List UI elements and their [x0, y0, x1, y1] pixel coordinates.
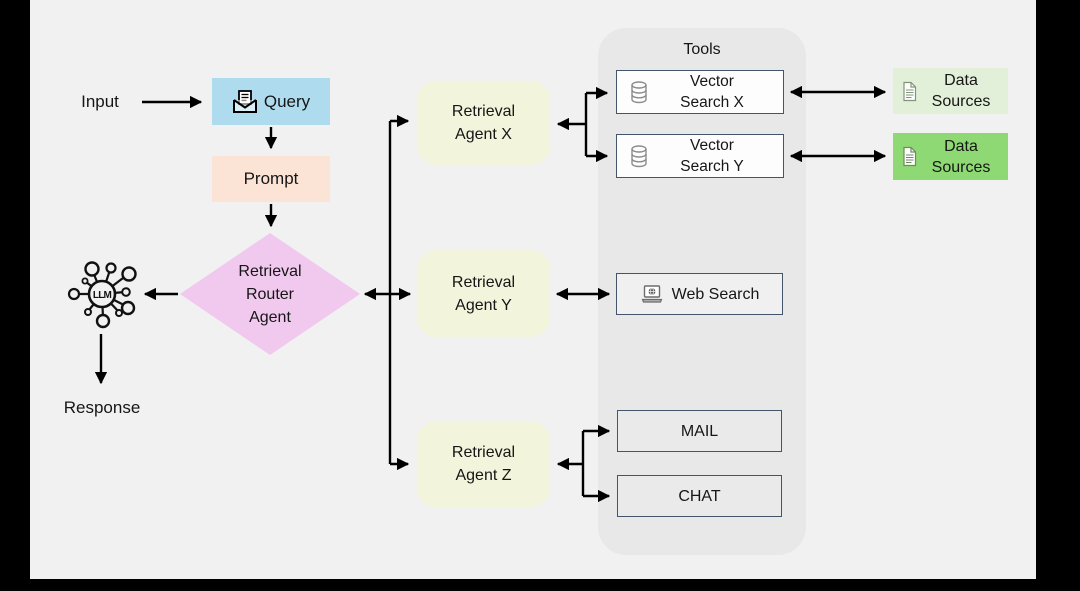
letterbox-left-bar — [0, 0, 30, 591]
query-label: Query — [263, 91, 311, 111]
letterbox-bottom-bar — [0, 579, 1080, 591]
data-sources-label: Data Sources — [931, 137, 991, 176]
input-label: Input — [81, 92, 119, 111]
data-sources-label: Data Sources — [931, 72, 991, 110]
data-sources-light-node: Data Sources — [893, 68, 1008, 114]
query-node: Query — [212, 78, 330, 125]
prompt-node: Prompt — [212, 156, 330, 202]
vector-search-y-node: Vector Search Y — [616, 134, 784, 178]
laptop-globe-icon — [641, 284, 663, 303]
response-label: Response — [63, 398, 141, 417]
vector-search-x-node: Vector Search X — [616, 70, 784, 114]
retrieval-agent-y-node: Retrieval Agent Y — [417, 250, 550, 337]
vector-search-y-label: Vector Search Y — [680, 137, 744, 175]
retrieval-agent-z-node: Retrieval Agent Z — [417, 421, 550, 507]
letterbox-right-bar — [1036, 0, 1080, 591]
llm-label: LLM — [93, 290, 112, 301]
data-sources-green-node: Data Sources — [893, 133, 1008, 180]
database-cylinder-icon — [631, 144, 647, 167]
chat-node: CHAT — [617, 475, 782, 517]
retrieval-agent-x-node: Retrieval Agent X — [417, 81, 550, 165]
document-page-icon — [903, 81, 917, 101]
open-envelope-icon — [232, 89, 257, 113]
llm-network-hub-icon: LLM — [67, 261, 137, 329]
vector-search-x-label: Vector Search X — [680, 73, 744, 111]
document-page-icon — [903, 146, 917, 167]
web-search-node: Web Search — [616, 273, 783, 315]
web-search-label: Web Search — [671, 285, 760, 303]
database-cylinder-icon — [631, 80, 647, 103]
mail-node: MAIL — [617, 410, 782, 452]
tools-panel-title: Tools — [683, 41, 721, 58]
